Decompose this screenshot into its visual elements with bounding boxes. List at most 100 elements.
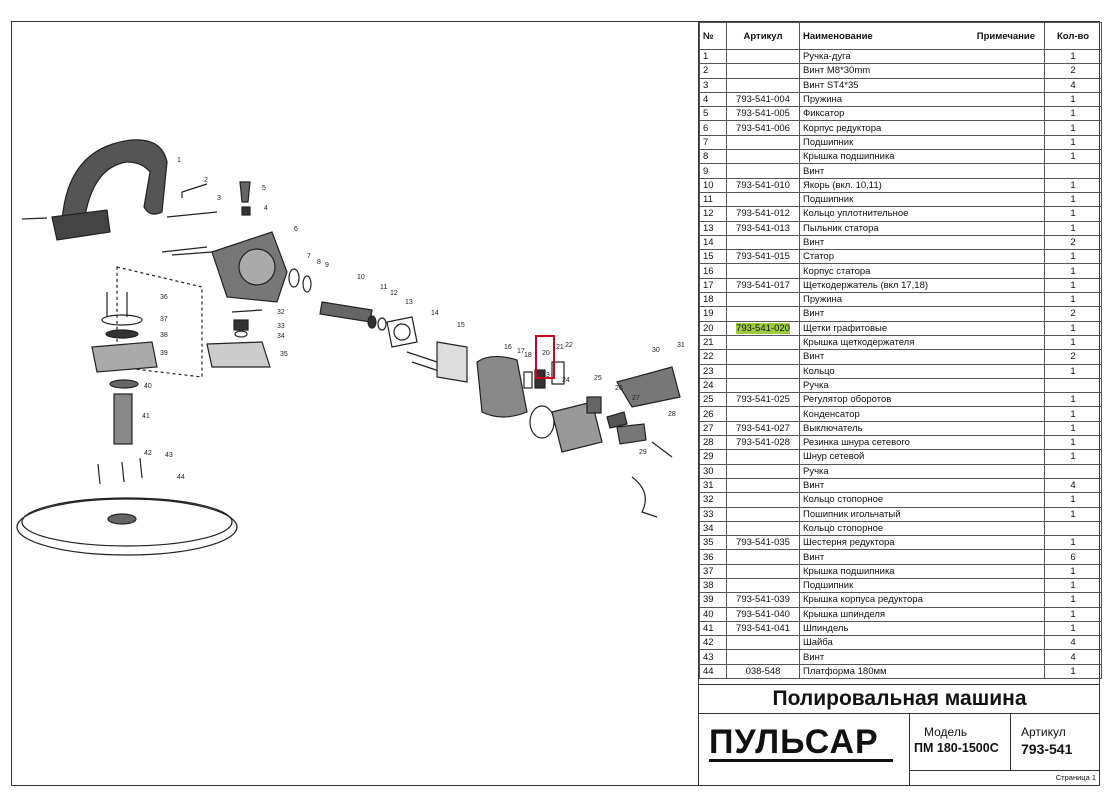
row-name: Кольцо [799,363,1045,379]
row-num: 39 [699,592,727,608]
row-num: 13 [699,220,727,236]
row-qty: 1 [1044,191,1102,208]
row-qty: 1 [1044,363,1102,379]
row-name: Подшипник [799,577,1045,594]
page-number: Страница 1 [910,770,1100,785]
row-qty: 1 [1044,106,1102,122]
row-num: 37 [699,563,727,579]
row-num: 28 [699,435,727,451]
svg-text:28: 28 [668,411,676,418]
svg-text:3: 3 [217,195,221,202]
row-name: Кольцо стопорное [799,492,1045,508]
model-value: ПМ 180-1500С [914,741,999,755]
header-num: № [699,22,727,50]
row-name: Крышка шпинделя [799,606,1045,622]
row-qty: 1 [1044,535,1102,551]
row-qty: 1 [1044,292,1102,308]
row-article [726,306,800,322]
row-article [726,635,800,651]
svg-text:42: 42 [144,450,152,457]
row-name: Кольцо стопорное [799,520,1045,537]
svg-text:20: 20 [542,350,550,357]
row-article [726,263,800,279]
svg-text:37: 37 [160,316,168,323]
svg-text:30: 30 [652,347,660,354]
row-num: 35 [699,535,727,551]
row-name: Щетки графитовые [799,320,1045,336]
svg-text:12: 12 [390,290,398,297]
svg-text:22: 22 [565,342,573,349]
row-article [726,549,800,565]
row-num: 44 [699,663,727,680]
row-name: Пружина [799,91,1045,108]
row-article [726,149,800,165]
row-qty: 2 [1044,306,1102,322]
row-num: 8 [699,149,727,165]
row-article [726,463,800,479]
row-article [726,234,800,251]
row-qty: 1 [1044,563,1102,579]
table-row: 34 Кольцо стопорное [699,520,1102,537]
row-article [726,377,800,394]
row-article [726,577,800,594]
row-qty: 1 [1044,592,1102,608]
row-qty: 1 [1044,492,1102,508]
row-num: 26 [699,406,727,422]
row-qty: 2 [1044,234,1102,251]
row-qty: 1 [1044,277,1102,294]
row-qty: 1 [1044,134,1102,151]
row-qty: 2 [1044,349,1102,365]
svg-text:44: 44 [177,474,185,481]
row-name: Винт [799,477,1045,494]
row-article: 793-541-010 [726,177,800,193]
callout-highlight-box [535,335,555,379]
row-name: Крышка корпуса редуктора [799,592,1045,608]
svg-text:7: 7 [307,253,311,260]
row-qty: 4 [1044,477,1102,494]
row-article [726,563,800,579]
row-num: 1 [699,48,727,65]
svg-text:10: 10 [357,274,365,281]
row-num: 10 [699,177,727,193]
row-qty: 1 [1044,220,1102,236]
row-qty: 1 [1044,506,1102,522]
row-article: 793-541-028 [726,435,800,451]
highlighted-article: 793-541-020 [736,322,790,334]
svg-text:36: 36 [160,294,168,301]
svg-text:41: 41 [142,413,150,420]
row-num: 43 [699,649,727,665]
row-num: 34 [699,520,727,537]
row-num: 2 [699,63,727,79]
row-num: 32 [699,492,727,508]
svg-text:24: 24 [562,377,570,384]
row-article: 793-541-006 [726,120,800,136]
row-name: Статор [799,249,1045,265]
row-qty: 1 [1044,420,1102,437]
row-num: 27 [699,420,727,437]
row-num: 3 [699,77,727,93]
row-name: Фиксатор [799,106,1045,122]
svg-text:9: 9 [325,262,329,269]
row-qty: 1 [1044,620,1102,637]
row-num: 25 [699,392,727,408]
row-num: 21 [699,334,727,351]
row-article: 793-541-027 [726,420,800,437]
row-article [726,48,800,65]
row-article: 793-541-020 [726,320,800,336]
row-qty [1044,520,1102,537]
svg-text:40: 40 [144,383,152,390]
